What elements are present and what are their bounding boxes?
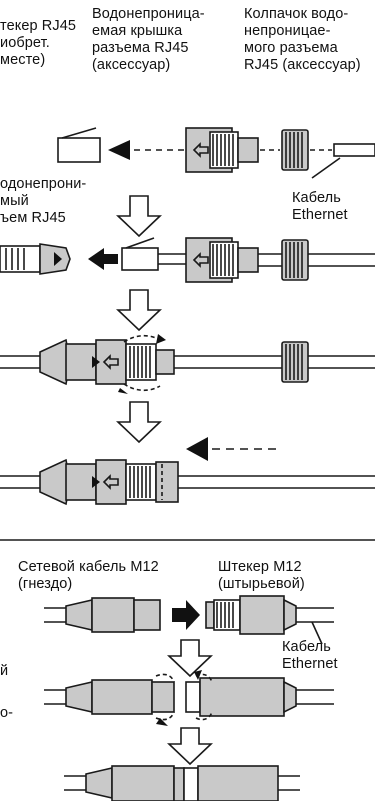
step1-rj45-plug <box>57 127 101 163</box>
down-arrow-1 <box>116 195 162 238</box>
down-arrow-3 <box>116 401 162 444</box>
m12-arrow-right <box>172 600 200 630</box>
step1-ethernet-cable <box>311 143 375 179</box>
m12-down-arrow-1 <box>167 639 213 678</box>
step1-arrow-left <box>108 140 130 160</box>
step2-cable-and-cap <box>258 239 375 281</box>
step1-waterproof-cover <box>185 127 259 173</box>
rj45-plug-label: текер RJ45 иобрет. месте) <box>0 18 77 68</box>
waterproof-cover-label: Водонепроница- емая крышка разъема RJ45 … <box>92 6 205 73</box>
ethernet-cable-label: Кабель Ethernet <box>292 190 348 223</box>
ethernet-cable-label-2: Кабель Ethernet <box>282 639 338 672</box>
waterproof-cap-label: Колпачок водо- непроницае- мого разъема … <box>244 6 361 73</box>
step3-connected-assembly <box>0 334 375 394</box>
step4-final-assembly <box>0 458 375 506</box>
m12-step3-assembly <box>64 765 300 801</box>
down-arrow-2 <box>116 289 162 332</box>
m12-plug-label: Штекер M12 (штырьевой) <box>218 559 305 592</box>
m12-down-arrow-2 <box>167 727 213 766</box>
left-text-fragment-1: й <box>0 663 9 679</box>
left-text-fragment-2: о- <box>0 705 14 721</box>
m12-plug <box>205 595 334 645</box>
step2-rj45-plug <box>121 237 186 271</box>
step4-arrow-left <box>186 437 208 461</box>
step2-waterproof-cover <box>185 237 259 283</box>
m12-socket-cable <box>44 597 161 633</box>
step2-socket <box>0 243 71 275</box>
step2-arrow-left <box>88 248 118 270</box>
m12-socket-label: Сетевой кабель M12 (гнездо) <box>18 559 159 592</box>
rj45-socket-label: одонепрони- мый ъем RJ45 <box>0 176 87 226</box>
step1-waterproof-cap <box>281 129 309 171</box>
m12-step2-assembly <box>44 670 334 726</box>
